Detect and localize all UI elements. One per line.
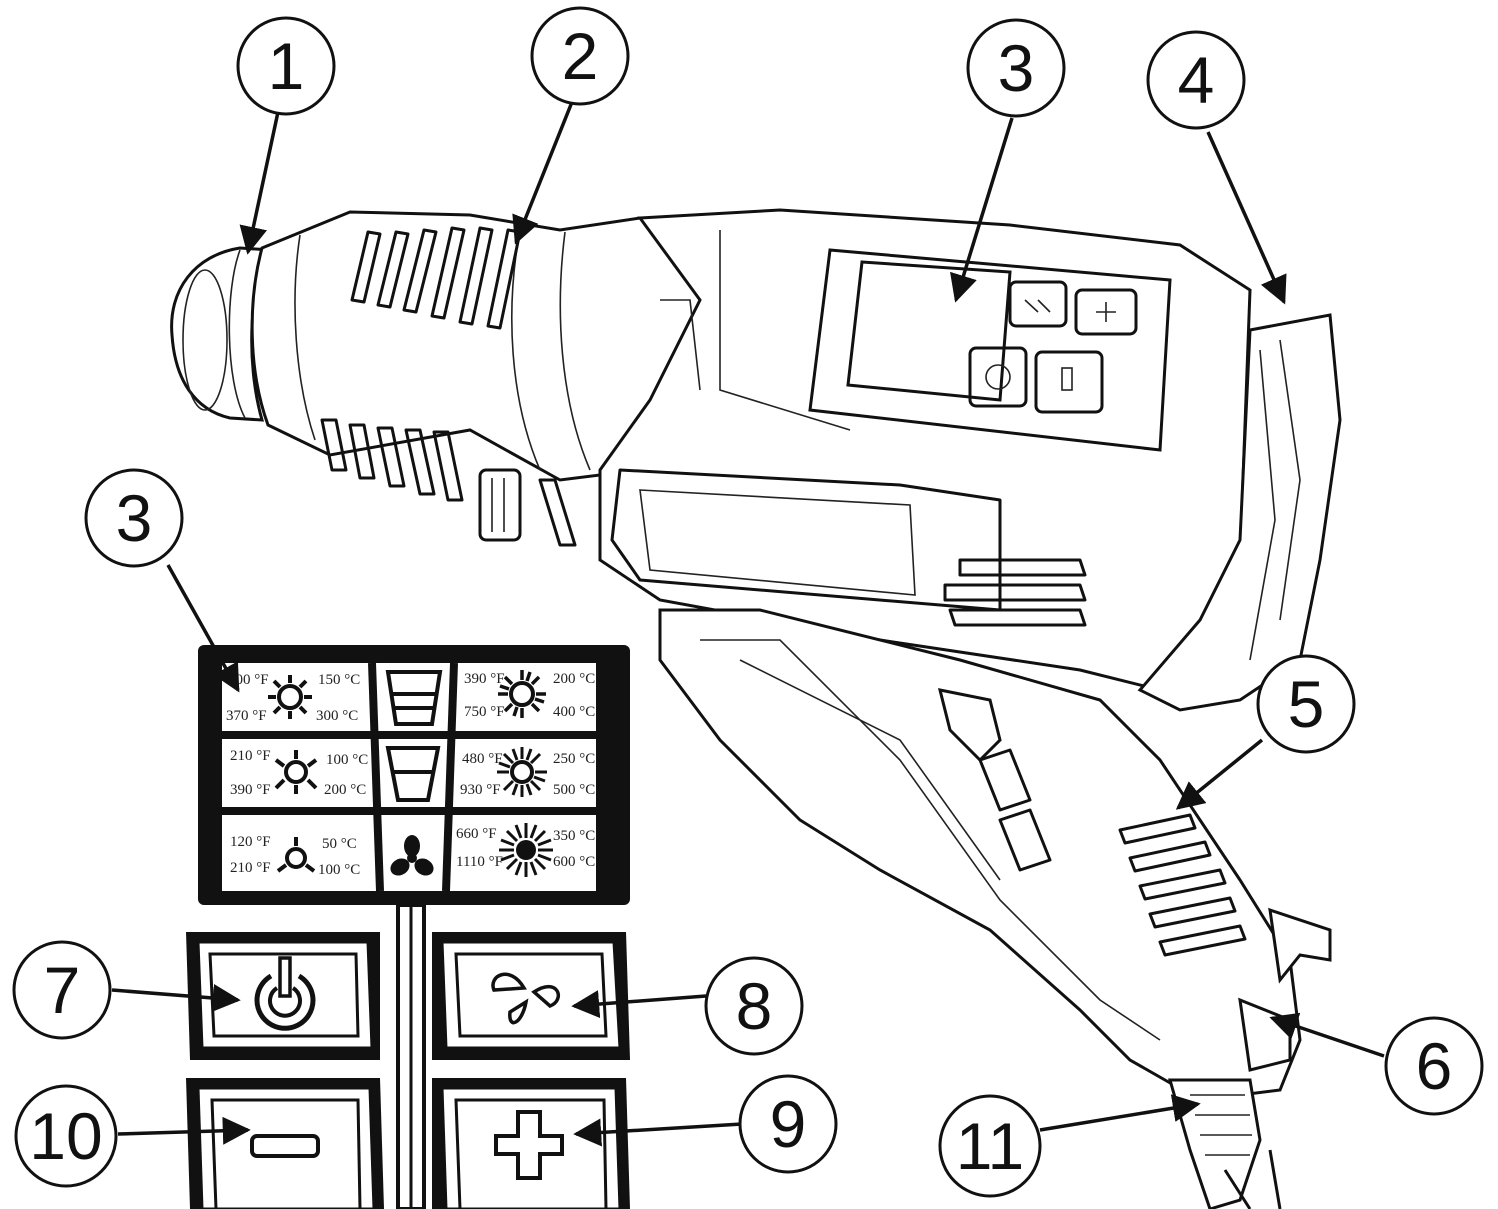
r2-right-c-top: 250 °C xyxy=(553,751,595,767)
r1-right-c-top: 200 °C xyxy=(553,671,595,687)
heat-sun-icon xyxy=(274,750,318,794)
callout-5: 5 xyxy=(1256,654,1356,754)
r2-right-c-bot: 500 °C xyxy=(553,782,595,798)
heat-sun-icon xyxy=(499,823,553,877)
svg-text:10: 10 xyxy=(29,1099,102,1173)
handle xyxy=(658,608,1332,1209)
r3-left-f-bot: 210 °F xyxy=(230,860,271,876)
svg-text:7: 7 xyxy=(44,953,81,1027)
r2-left-c-bot: 200 °C xyxy=(324,782,366,798)
r2-left-f-bot: 390 °F xyxy=(230,782,271,798)
callout-9: 9 xyxy=(738,1074,838,1174)
heat-sun-icon xyxy=(497,747,547,797)
r1-right-c-bot: 400 °C xyxy=(553,704,595,720)
airflow-level-icon xyxy=(385,670,443,726)
gun-power-button xyxy=(968,346,1028,408)
callout-2: 2 xyxy=(530,6,630,106)
rear-cap xyxy=(1137,313,1342,712)
svg-text:5: 5 xyxy=(1288,667,1325,741)
gun-plus-button xyxy=(1074,288,1138,336)
r3-left-c-top: 50 °C xyxy=(322,836,357,852)
svg-text:4: 4 xyxy=(1178,43,1215,117)
gun-fan-button xyxy=(1008,280,1068,328)
display-panel-detail: 300 °F 150 °C 370 °F 300 °C 390 °F 200 °… xyxy=(198,645,630,1209)
svg-text:11: 11 xyxy=(956,1109,1025,1183)
cord-relief xyxy=(1168,1078,1262,1209)
callout-10: 10 xyxy=(14,1084,118,1188)
heat-sun-icon xyxy=(276,837,316,873)
heat-gun-illustration xyxy=(170,208,1342,1209)
svg-text:1: 1 xyxy=(268,29,305,103)
callout-4: 4 xyxy=(1146,30,1246,130)
svg-text:2: 2 xyxy=(562,19,599,93)
r2-left-c-top: 100 °C xyxy=(326,752,368,768)
r1-right-f-top: 390 °F xyxy=(464,671,505,687)
callout-8: 8 xyxy=(704,956,804,1056)
r3-right-c-top: 350 °C xyxy=(553,828,595,844)
plus-icon xyxy=(494,1110,564,1180)
minus-button[interactable] xyxy=(186,1078,384,1209)
rear-vents xyxy=(943,558,1087,627)
grip-ridges xyxy=(978,748,1247,957)
svg-text:3: 3 xyxy=(998,31,1035,105)
fan-icon xyxy=(491,972,561,1025)
heat-sun-icon xyxy=(498,670,546,718)
svg-text:8: 8 xyxy=(736,969,773,1043)
airflow-level-icon xyxy=(385,746,441,802)
fan-icon xyxy=(390,835,434,876)
callout-6: 6 xyxy=(1384,1016,1484,1116)
front-housing xyxy=(250,210,722,547)
r1-left-f-bot: 370 °F xyxy=(226,708,267,724)
power-icon xyxy=(254,956,316,1031)
r2-left-f-top: 210 °F xyxy=(230,748,271,764)
side-vents xyxy=(478,468,577,547)
r2-right-f-bot: 930 °F xyxy=(460,782,501,798)
fan-button[interactable] xyxy=(432,932,630,1060)
r1-left-c-bot: 300 °C xyxy=(316,708,358,724)
callout-11: 11 xyxy=(938,1094,1042,1198)
r2-right-f-top: 480 °F xyxy=(462,751,503,767)
svg-text:3: 3 xyxy=(116,481,153,555)
svg-text:9: 9 xyxy=(770,1087,807,1161)
callout-1: 1 xyxy=(236,16,336,116)
gun-minus-button xyxy=(1034,350,1104,414)
lower-vents xyxy=(320,418,464,502)
r3-left-f-top: 120 °F xyxy=(230,834,271,850)
callout-7: 7 xyxy=(12,940,112,1040)
callout-3-left: 3 xyxy=(84,468,184,568)
power-button[interactable] xyxy=(186,932,380,1060)
r3-left-c-bot: 100 °C xyxy=(318,862,360,878)
callout-3-top: 3 xyxy=(966,18,1066,118)
trigger xyxy=(937,688,1002,763)
plus-button[interactable] xyxy=(432,1078,630,1209)
r3-right-f-top: 660 °F xyxy=(456,826,497,842)
svg-text:6: 6 xyxy=(1416,1029,1453,1103)
r3-right-f-bot: 1110 °F xyxy=(456,854,503,870)
r3-right-c-bot: 600 °C xyxy=(553,854,595,870)
minus-icon xyxy=(250,1134,320,1158)
r1-left-c-top: 150 °C xyxy=(318,672,360,688)
leader-lines xyxy=(111,101,1385,1147)
heat-sun-icon xyxy=(268,675,312,719)
callouts: 1 2 3 4 3 5 6 7 8 9 10 11 xyxy=(12,6,1484,1198)
r1-right-f-bot: 750 °F xyxy=(464,704,505,720)
